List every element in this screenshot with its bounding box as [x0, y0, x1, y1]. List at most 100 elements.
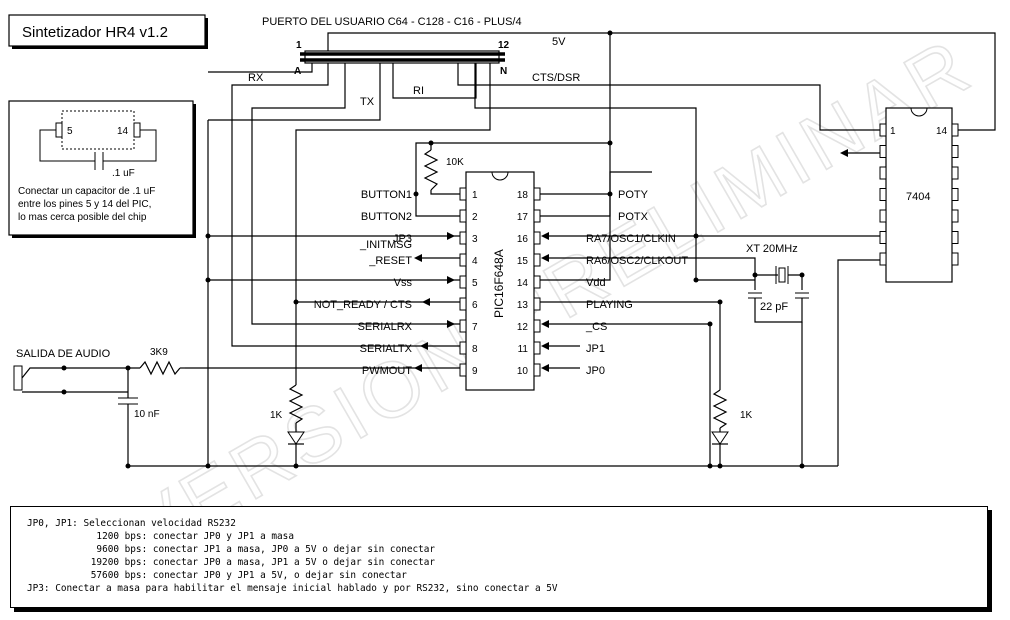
pic-pin-label: JP0: [586, 365, 605, 377]
cap-note-box: 5 14 .1 uF Conectar un capacitor de .1 u…: [8, 100, 196, 238]
ic-7404-pin-box: [951, 123, 959, 137]
ic-7404-pin-last: 14: [936, 126, 948, 137]
ic-7404-pin-box: [879, 123, 887, 137]
pic-pin-box-9: [459, 363, 467, 377]
pic-pin-label: BUTTON1: [361, 189, 412, 201]
row-last: N: [500, 66, 507, 77]
pic-pin-num: 16: [517, 234, 529, 245]
pic-pin-num: 15: [517, 256, 529, 267]
vcc-label: 5V: [552, 36, 566, 48]
net-ri: RI: [413, 85, 424, 97]
ic-7404-pin-box: [879, 166, 887, 180]
pic-part: PIC16F648A: [492, 249, 506, 318]
pic-pin-label: SERIALTX: [360, 343, 413, 355]
pic-pin-label: PWMOUT: [362, 365, 412, 377]
pic-pin-box-14: [533, 275, 541, 289]
pic-pin-box-12: [533, 319, 541, 333]
title: Sintetizador HR4 v1.2: [22, 24, 168, 41]
pic-pin-num: 1: [472, 190, 478, 201]
pic-pin-label: Vss: [394, 277, 413, 289]
pic-pin-num: 6: [472, 300, 478, 311]
pic-extra-label: _INITMSG: [359, 239, 412, 251]
port-label: PUERTO DEL USUARIO C64 - C128 - C16 - PL…: [262, 16, 522, 28]
ic-7404-pin-box: [879, 145, 887, 158]
cap-note-line-2: entre los pines 5 y 14 del PIC,: [18, 199, 151, 210]
c-audio-label: 10 nF: [134, 409, 160, 420]
pic-pin-label: NOT_READY / CTS: [314, 299, 412, 311]
pic-pin-num: 18: [517, 190, 529, 201]
pic-pin-box-10: [533, 363, 541, 377]
pic-pin-num: 8: [472, 344, 478, 355]
cap-note-line-3: lo mas cerca posible del chip: [18, 212, 147, 223]
cap-pin-left: 5: [67, 126, 73, 137]
ic-7404: 7404 1 14: [879, 107, 959, 283]
pic-pin-box-8: [459, 341, 467, 355]
c-xtal-label: 22 pF: [760, 301, 788, 313]
pic-pin-label: BUTTON2: [361, 211, 412, 223]
pic-pin-num: 14: [517, 278, 529, 289]
ic-7404-pin-box: [951, 209, 959, 223]
pic-pin-num: 2: [472, 212, 478, 223]
notes-box: JP0, JP1: Seleccionan velocidad RS232 12…: [10, 506, 988, 608]
pic-pin-box-5: [459, 275, 467, 289]
xtal-label: XT 20MHz: [746, 243, 798, 255]
pic-pin-box-18: [533, 187, 541, 201]
ic-7404-pin-box: [951, 166, 959, 180]
pic-pin-num: 10: [517, 366, 529, 377]
user-port-connector: PUERTO DEL USUARIO C64 - C128 - C16 - PL…: [262, 16, 566, 77]
pic-pin-box-4: [459, 253, 467, 267]
r-led2-label: 1K: [740, 410, 753, 421]
led-branches: 1K 1K: [270, 302, 753, 466]
watermark: VERSION PRELIMINAR: [115, 20, 988, 575]
ic-7404-pin-box: [879, 209, 887, 223]
cap-pin-right: 14: [117, 126, 129, 137]
pic-pin-box-2: [459, 209, 467, 223]
pic-pin-label: RA6/OSC2/CLKOUT: [586, 255, 688, 267]
net-cts-dsr: CTS/DSR: [532, 72, 580, 84]
r-led1-label: 1K: [270, 410, 283, 421]
pic-pin-num: 5: [472, 278, 478, 289]
pic-pin-num: 4: [472, 256, 478, 267]
pic-pin-num: 3: [472, 234, 478, 245]
pic-pin-num: 11: [518, 344, 529, 355]
pic-pin-box-6: [459, 297, 467, 311]
ic-7404-pin-box: [879, 188, 887, 201]
pic-pin-box-16: [533, 231, 541, 245]
ic-7404-pin-box: [951, 145, 959, 158]
pic-pin-label: SERIALRX: [358, 321, 413, 333]
audio-label: SALIDA DE AUDIO: [16, 348, 111, 360]
r-audio-label: 3K9: [150, 347, 168, 358]
ic-7404-pin-box: [951, 231, 959, 244]
pic-pin-label: _CS: [585, 321, 607, 333]
audio-output: SALIDA DE AUDIO 3K9 10 nF: [13, 347, 208, 467]
pic-chip: PIC16F648A 1BUTTON12BUTTON23JP34_RESET5V…: [314, 171, 688, 391]
r-pullup-label: 10K: [446, 157, 464, 168]
pic-pin-label: JP1: [586, 343, 605, 355]
pic-pin-num: 7: [472, 322, 478, 333]
pic-pin-box-17: [533, 209, 541, 223]
pic-pin-box-3: [459, 231, 467, 245]
junction-dots: [61, 30, 805, 469]
pic-pin-num: 12: [517, 322, 529, 333]
notes-rate-19200: 19200 bps: conectar JP0 a masa, JP1 a 5V…: [90, 557, 436, 568]
pic-pin-label: Vdd: [586, 277, 606, 289]
pin-first: 1: [296, 40, 302, 51]
pic-pin-label: PLAYING: [586, 299, 633, 311]
pic-pin-num: 9: [472, 366, 478, 377]
net-tx: TX: [360, 96, 375, 108]
pic-pin-box-13: [533, 297, 541, 311]
ic-7404-pin-box: [879, 231, 887, 244]
pic-pin-label: POTY: [618, 189, 649, 201]
notes-line-last: JP3: Conectar a masa para habilitar el m…: [27, 583, 558, 594]
pic-pin-label: RA7/OSC1/CLKIN: [586, 233, 676, 245]
pic-pin-box-11: [533, 341, 541, 355]
cap-value: .1 uF: [112, 168, 135, 179]
pin-last: 12: [498, 40, 510, 51]
ic-7404-pin-box: [951, 188, 959, 201]
notes-line-1: JP0, JP1: Seleccionan velocidad RS232: [27, 518, 236, 529]
ic-7404-pin-box: [951, 252, 959, 266]
pic-pin-label: _RESET: [368, 255, 412, 267]
pic-pin-box-15: [533, 253, 541, 267]
ic-7404-pin-first: 1: [890, 126, 896, 137]
